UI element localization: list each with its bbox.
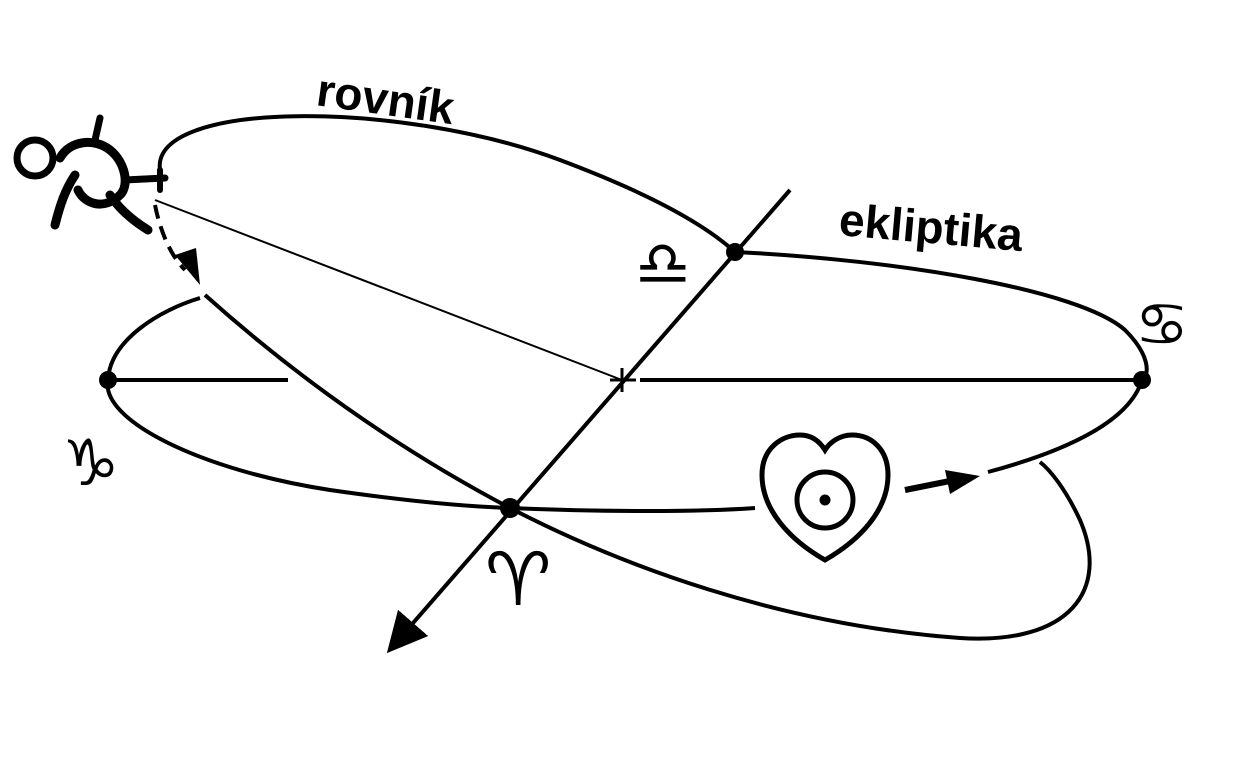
aries-point — [500, 498, 520, 518]
figure-icon — [13, 114, 169, 235]
equator-back-arc — [157, 114, 737, 254]
equinox-axis — [386, 188, 792, 654]
equator-label: rovník — [314, 63, 458, 134]
sun-arrowhead-icon — [945, 470, 980, 494]
libra-point — [726, 243, 744, 261]
capricorn-point — [99, 371, 117, 389]
aries-symbol: ♈ — [485, 537, 551, 623]
capricorn-symbol: ♑ — [62, 427, 119, 501]
earth-arrowhead-icon — [175, 248, 200, 285]
sun-in-heart-icon — [759, 432, 891, 563]
cancer-point — [1133, 371, 1151, 389]
earth-center-line — [154, 199, 623, 381]
ecliptic-left-upper-arc — [106, 296, 201, 381]
equator-front-arc — [203, 293, 1092, 641]
libra-symbol: ♎ — [635, 227, 691, 300]
ecliptic-lower-right-arc — [987, 379, 1144, 474]
ecliptic-front-arc — [509, 506, 756, 513]
ecliptic-left-lower-arc — [105, 379, 511, 510]
cancer-symbol: ♋ — [1135, 290, 1189, 360]
ecliptic-back-arc — [734, 250, 1149, 382]
earth-motion-arrow — [153, 204, 187, 272]
ecliptic-label: ekliptika — [837, 193, 1025, 261]
